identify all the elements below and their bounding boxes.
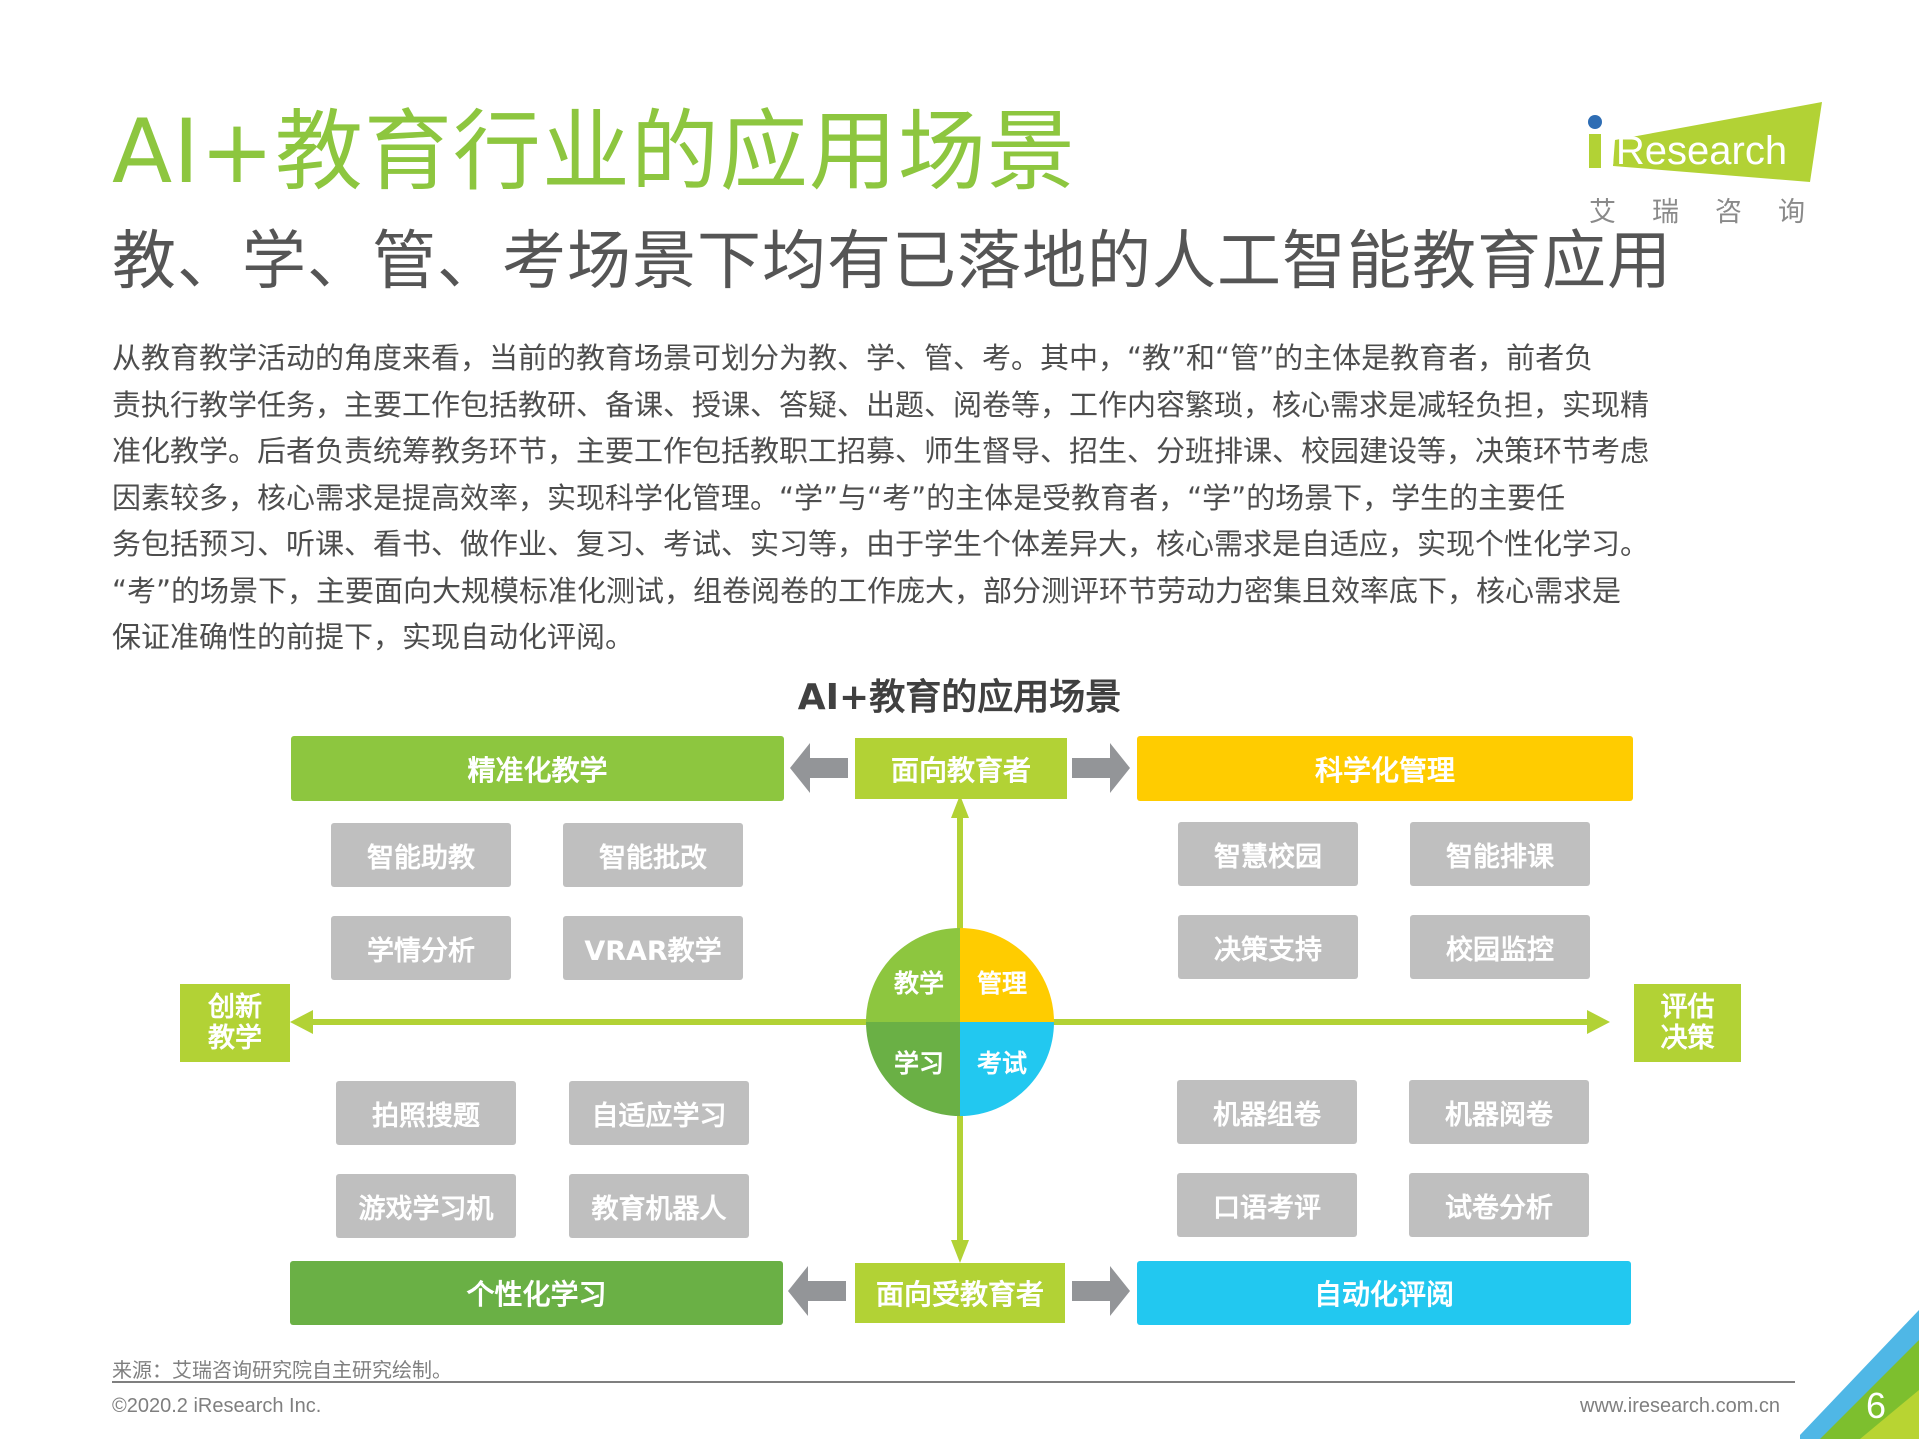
app-box: 口语考评 [1177,1173,1357,1237]
header-personalized-learning: 个性化学习 [290,1261,783,1325]
footer-divider [112,1381,1795,1383]
gray-arrow-right-icon [1072,1266,1130,1316]
body-line: “考”的场景下，主要面向大规模标准化测试，组卷阅卷的工作庞大，部分测评环节劳动力… [112,573,1622,608]
gray-arrow-left-icon [788,1266,846,1316]
app-box: 智慧校园 [1178,822,1358,886]
diagram-title: AI+教育的应用场景 [797,677,1122,718]
app-box: 校园监控 [1410,915,1590,979]
body-line: 准化教学。后者负责统筹教务环节，主要工作包括教职工招募、师生督导、招生、分班排课… [112,434,1650,468]
corner-decoration-icon [1800,1310,1919,1439]
arrow-left-icon [290,1010,313,1034]
label-for-educators: 面向教育者 [855,738,1067,799]
page-subtitle: 教、学、管、考场景下均有已落地的人工智能教育应用 [112,225,1672,299]
app-box: VRAR教学 [563,916,743,980]
iresearch-logo: iResearch 艾瑞咨询 [1585,100,1825,228]
body-line: 保证准确性的前提下，实现自动化评阅。 [112,620,635,654]
copyright: ©2020.2 iResearch Inc. [112,1395,322,1417]
quadrant-teaching: 教学 [866,928,960,1022]
body-line: 务包括预习、听课、看书、做作业、复习、考试、实习等，由于学生个体差异大，核心需求… [112,527,1650,561]
arrow-right-icon [1587,1010,1610,1034]
logo-chinese-name: 艾瑞咨询 [1589,197,1841,228]
quadrant-management: 管理 [960,928,1054,1022]
app-box: 智能排课 [1410,822,1590,886]
app-box: 学情分析 [331,916,511,980]
label-for-learners: 面向受教育者 [855,1263,1065,1323]
quadrant-exam: 考试 [960,1022,1054,1116]
app-box: 机器阅卷 [1409,1080,1589,1144]
arrow-up-icon [951,795,969,818]
app-box: 智能助教 [331,823,511,887]
axis-label-evaluation-decision: 评估 决策 [1634,984,1741,1062]
header-precision-teaching: 精准化教学 [291,736,784,801]
app-box: 游戏学习机 [336,1174,516,1238]
arrow-down-icon [951,1240,969,1263]
app-box: 教育机器人 [569,1174,749,1238]
body-paragraph: 从教育教学活动的角度来看，当前的教育场景可划分为教、学、管、考。其中，“教”和“… [112,335,1812,661]
logo-mark-icon: iResearch [1588,102,1822,182]
page-title: AI+教育行业的应用场景 [112,100,1076,203]
app-box: 自适应学习 [569,1081,749,1145]
body-line: 责执行教学任务，主要工作包括教研、备课、授课、答疑、出题、阅卷等，工作内容繁琐，… [112,387,1650,422]
app-box: 智能批改 [563,823,743,887]
app-box: 拍照搜题 [336,1081,516,1145]
quadrant-learning: 学习 [866,1022,960,1116]
app-box: 试卷分析 [1409,1173,1589,1237]
svg-text:iResearch: iResearch [1607,129,1787,173]
axis-label-innovative-teaching: 创新 教学 [180,984,290,1062]
body-line: 因素较多，核心需求是提高效率，实现科学化管理。“学”与“考”的主体是受教育者，“… [112,480,1566,515]
gray-arrow-right-icon [1072,743,1130,793]
body-line: 从教育教学活动的角度来看，当前的教育场景可划分为教、学、管、考。其中，“教”和“… [112,341,1594,375]
source-note: 来源：艾瑞咨询研究院自主研究绘制。 [112,1358,452,1382]
page-number: 6 [1866,1385,1887,1426]
app-box: 机器组卷 [1177,1080,1357,1144]
header-scientific-management: 科学化管理 [1137,736,1633,801]
header-automated-grading: 自动化评阅 [1137,1261,1631,1325]
center-circle: 教学 管理 学习 考试 [866,928,1054,1116]
gray-arrow-left-icon [790,743,848,793]
website-link[interactable]: www.iresearch.com.cn [1580,1395,1781,1417]
app-box: 决策支持 [1178,915,1358,979]
